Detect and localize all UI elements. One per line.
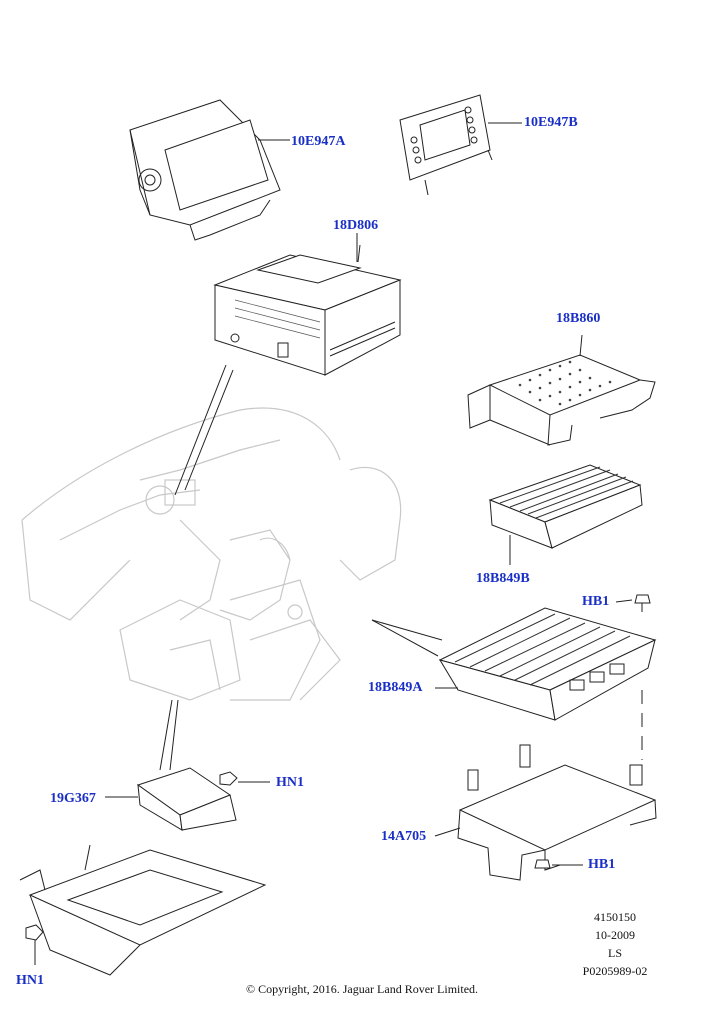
amplifier-18b849a[interactable] <box>435 607 657 721</box>
callout-18d806[interactable]: 18D806 <box>333 218 379 233</box>
callout-hb1-top[interactable]: HB1 <box>582 594 610 609</box>
vehicle-interior <box>21 407 402 701</box>
leader-dvd-2 <box>174 364 227 496</box>
bracket-18b860[interactable] <box>467 334 656 446</box>
bolt-hb1-bottom[interactable] <box>534 859 583 869</box>
date-code: 10-2009 <box>595 928 635 942</box>
leader-19g367-2 <box>169 699 179 771</box>
bracket-14a705[interactable] <box>434 744 657 881</box>
callout-hn1-right[interactable]: HN1 <box>276 775 304 790</box>
callout-18b849a[interactable]: 18B849A <box>368 680 423 695</box>
nut-hn1-right[interactable] <box>219 771 270 786</box>
callout-hb1-bottom[interactable]: HB1 <box>588 857 616 872</box>
display-unit-10e947a[interactable] <box>129 99 290 241</box>
display-unit-10e947b[interactable] <box>399 94 522 196</box>
nut-hn1-left[interactable] <box>25 924 44 965</box>
copyright-notice: © Copyright, 2016. Jaguar Land Rover Lim… <box>245 982 479 996</box>
bolt-hb1-top[interactable] <box>615 594 651 612</box>
module-19g367[interactable] <box>105 767 237 831</box>
callout-18b860[interactable]: 18B860 <box>556 311 601 326</box>
leader-interior-amp <box>371 619 443 641</box>
callout-10e947b[interactable]: 10E947B <box>524 115 578 130</box>
leader-interior-amp-2 <box>371 619 439 657</box>
reference-number: 4150150 <box>594 910 636 924</box>
callout-18b849b[interactable]: 18B849B <box>476 571 530 586</box>
tray-lower-left[interactable] <box>19 844 267 976</box>
leader-dvd <box>184 369 234 491</box>
callout-19g367[interactable]: 19G367 <box>50 791 96 806</box>
callout-14a705[interactable]: 14A705 <box>381 829 427 844</box>
media-unit-18d806[interactable] <box>213 244 402 376</box>
callout-10e947a[interactable]: 10E947A <box>291 134 346 149</box>
market-code: LS <box>607 946 622 960</box>
callout-hn1-left[interactable]: HN1 <box>16 973 44 988</box>
amplifier-18b849b[interactable] <box>488 464 643 565</box>
leader-19g367 <box>159 699 173 771</box>
illustration-code: P0205989-02 <box>582 964 648 978</box>
